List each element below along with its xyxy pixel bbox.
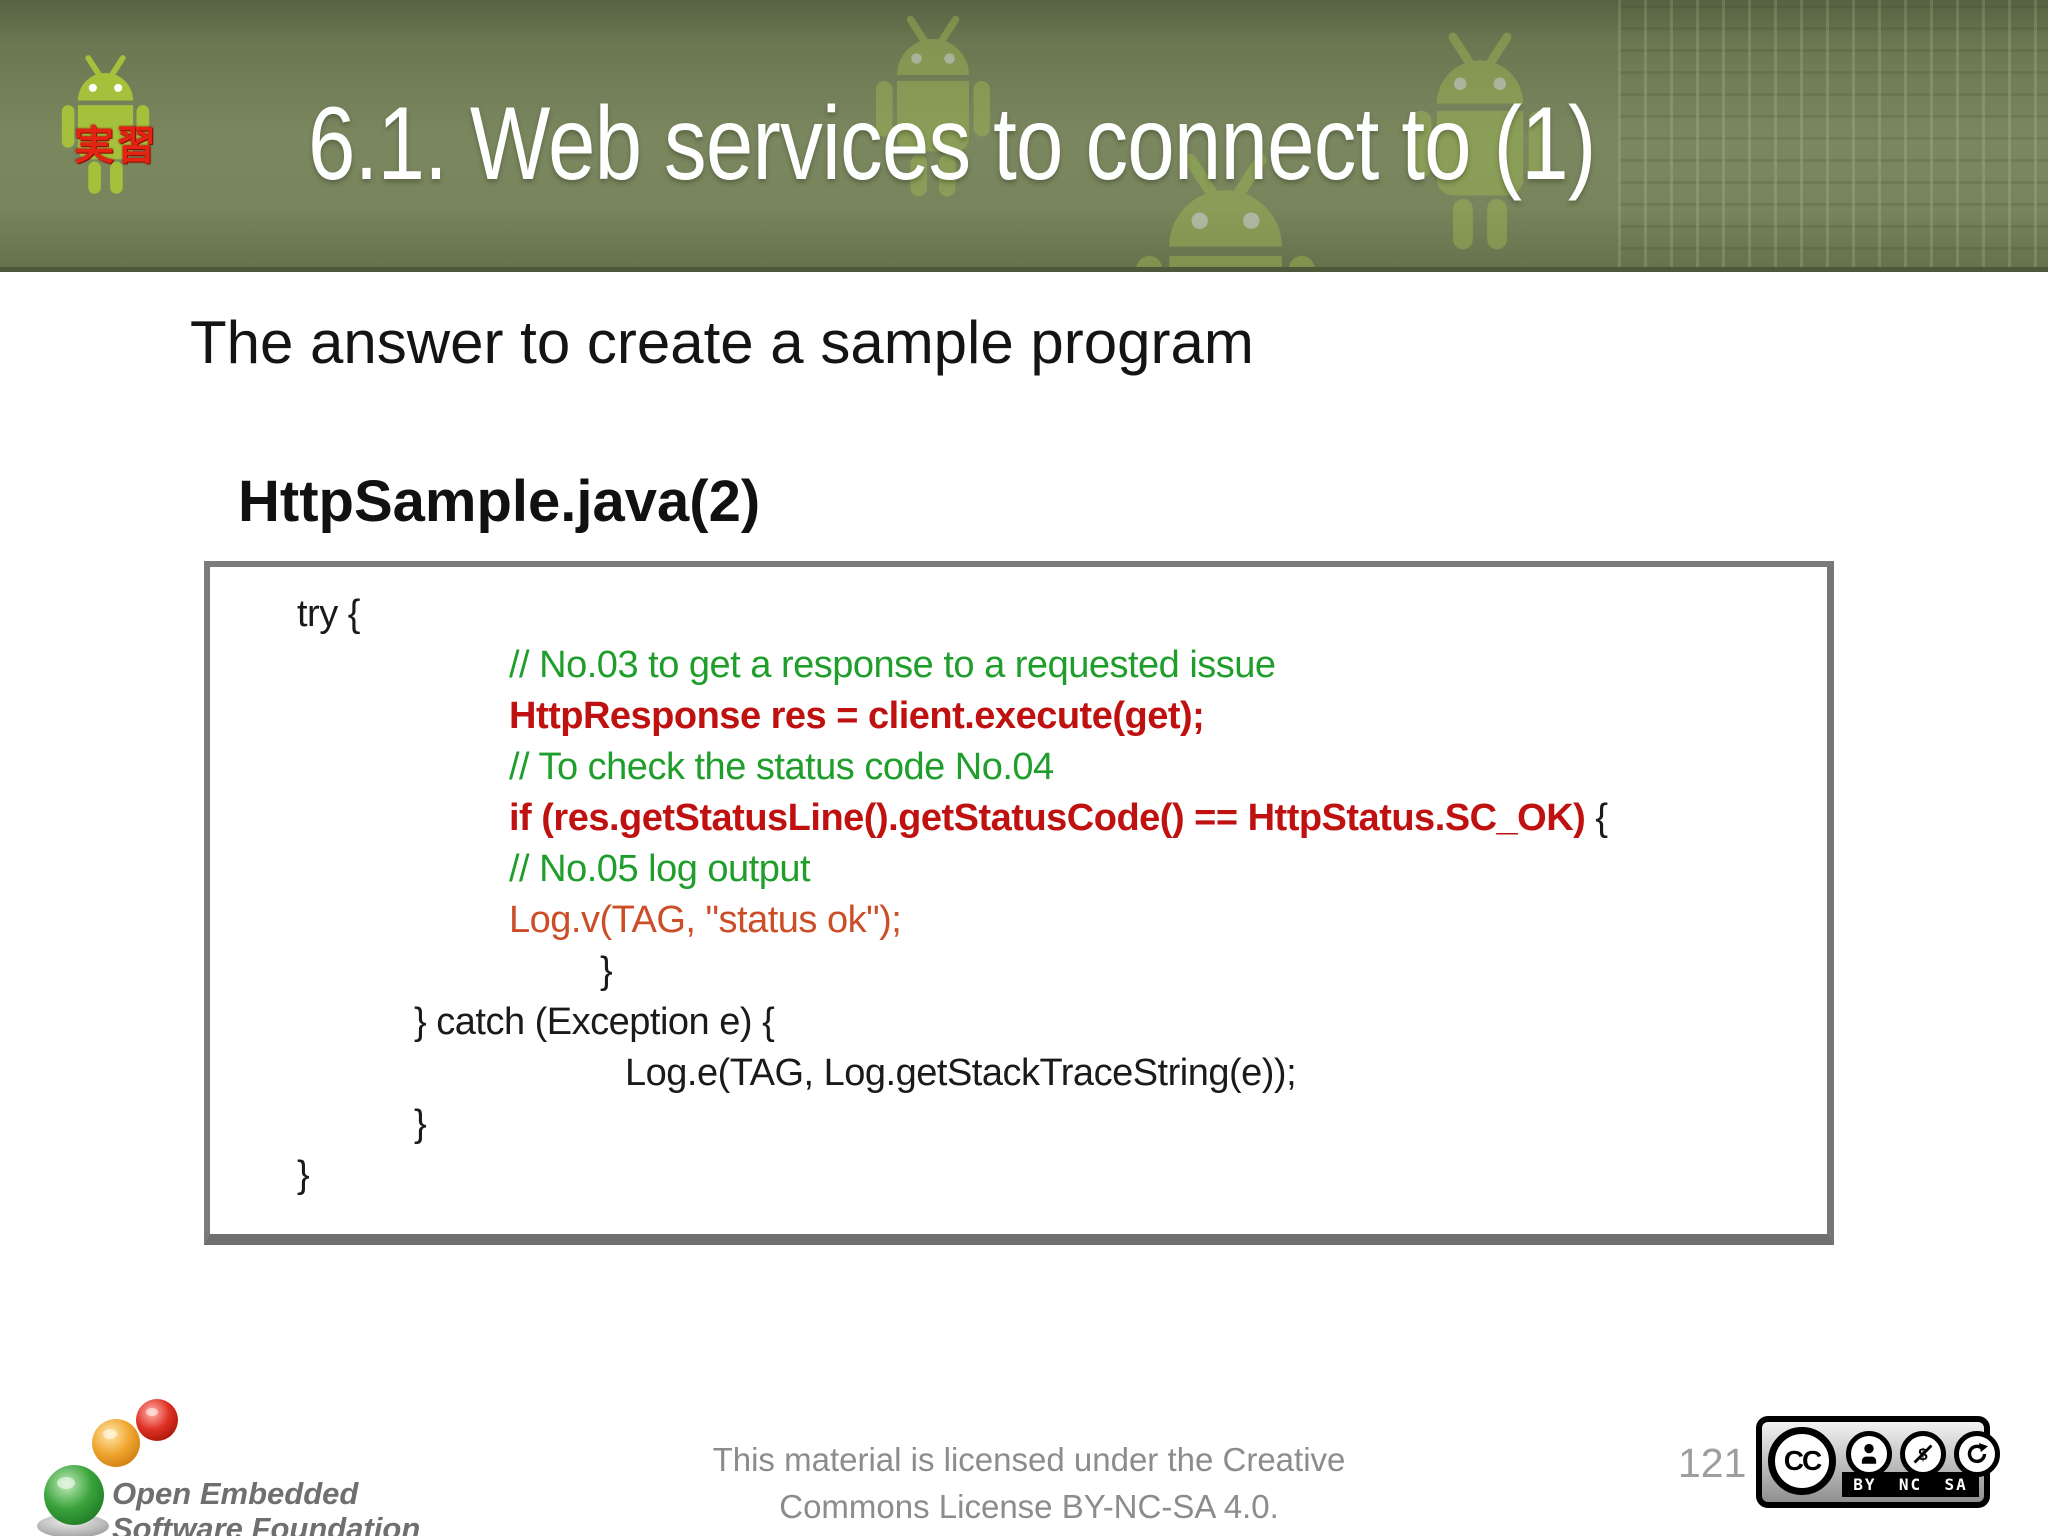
by-attribution-icon [1846,1431,1892,1477]
logo-line: Open Embedded [112,1476,359,1511]
code-line: } [414,1103,427,1145]
logo-line: Software Foundation [112,1511,421,1536]
code-line: Log.e(TAG, Log.getStackTraceString(e)); [625,1052,1297,1094]
cc-badge-labels: BY NC SA [1842,1472,1979,1497]
code-line: Log.v(TAG, "status ok"); [509,899,902,941]
license-line: This material is licensed under the Crea… [712,1441,1346,1478]
page-title: 6.1. Web services to connect to (1) [308,86,1596,202]
code-line: } [600,950,613,992]
oesf-logo-text: Open Embedded Software Foundation [112,1476,420,1536]
android-mascot-icon: 実習 [48,52,163,202]
nc-noncommercial-icon: $ [1900,1431,1946,1477]
code-line: try { [297,593,360,635]
cc-license-badge: CC $ BY NC SA [1756,1416,2000,1508]
page-number: 121 [1678,1440,1747,1486]
license-text: This material is licensed under the Crea… [694,1436,1364,1530]
code-line: // No.05 log output [509,848,811,890]
cc-icon: CC [1768,1427,1836,1495]
code-line: HttpResponse res = client.execute(get); [509,695,1205,737]
code-block: try { // No.03 to get a response to a re… [204,561,1834,1245]
code-line: if (res.getStatusLine().getStatusCode() … [509,797,1608,839]
slide-subheading: HttpSample.java(2) [238,469,761,534]
license-line: Commons License BY-NC-SA 4.0. [779,1488,1279,1525]
slide-heading: The answer to create a sample program [190,309,1254,376]
mascot-label: 実習 [74,124,158,168]
code-line: } catch (Exception e) { [414,1001,775,1043]
code-line: } [297,1154,310,1196]
circuit-pattern [1618,0,2048,267]
header-band: 6.1. Web services to connect to (1) 実習 [0,0,2048,272]
code-line: // To check the status code No.04 [509,746,1054,788]
oesf-logo-icon [37,1399,178,1536]
sa-sharealike-icon [1954,1431,2000,1477]
code-line: // No.03 to get a response to a requeste… [509,644,1276,686]
